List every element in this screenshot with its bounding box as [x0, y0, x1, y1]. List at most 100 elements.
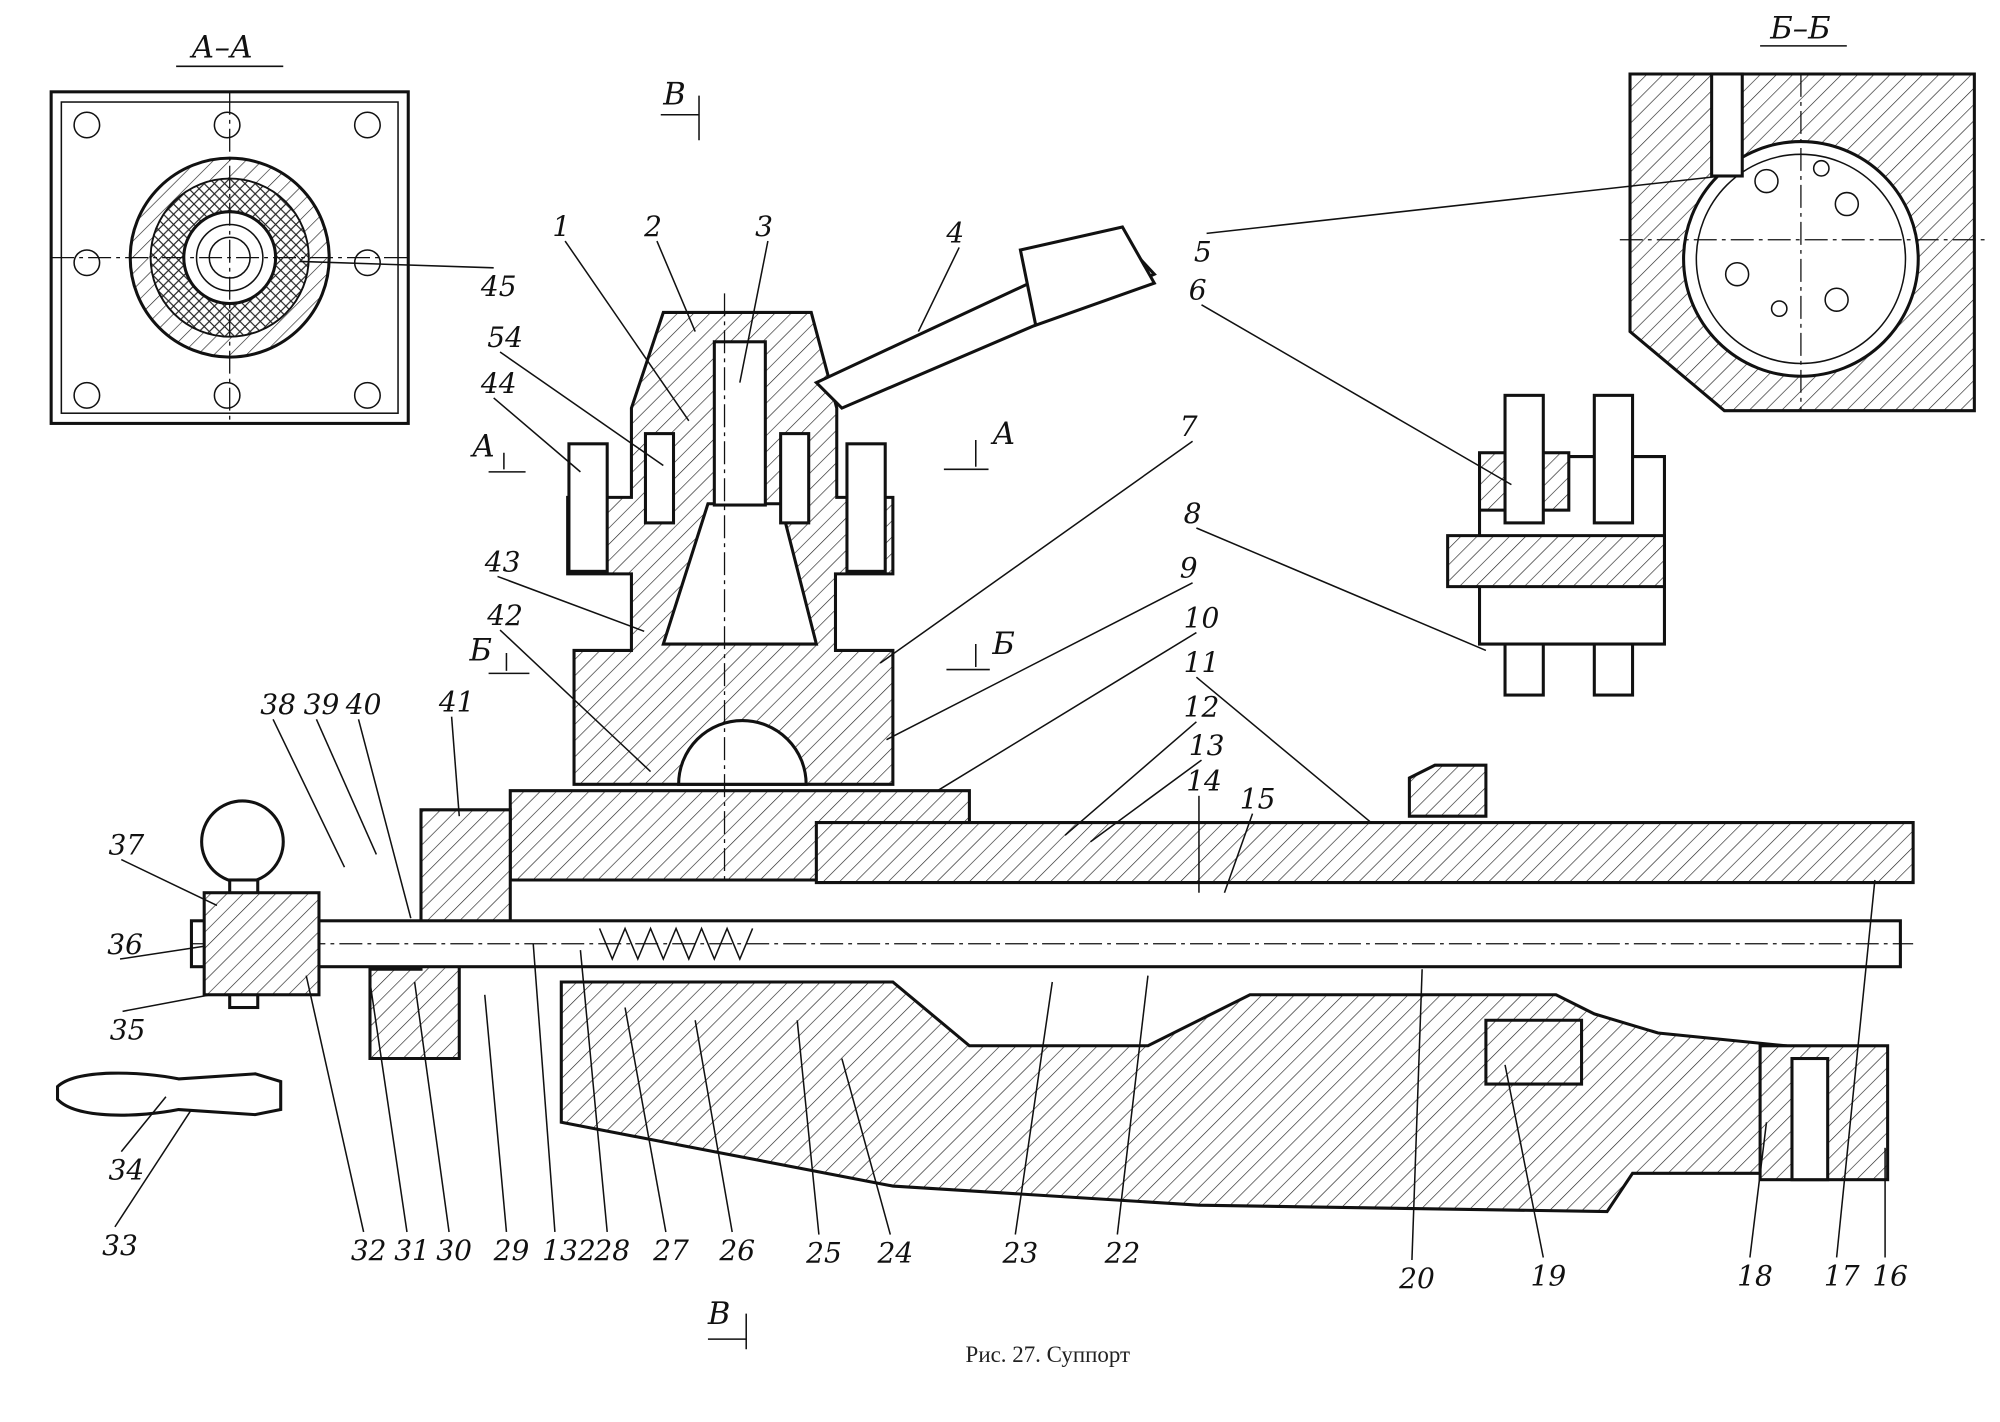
leader-line-12 — [1064, 721, 1197, 836]
part-label-10: 10 — [1184, 601, 1220, 634]
part-label-2: 2 — [643, 210, 662, 243]
leader-line-11 — [1195, 676, 1372, 824]
leader-line-29 — [484, 994, 508, 1233]
part-label-24: 24 — [877, 1237, 914, 1270]
leader-line-6 — [1201, 304, 1512, 486]
part-label-37: 37 — [109, 828, 145, 861]
part-label-34: 34 — [109, 1154, 145, 1187]
leader-line-24 — [841, 1058, 892, 1235]
part-label-13: 13 — [1189, 729, 1225, 762]
main-view — [55, 225, 1915, 1214]
leader-line-25 — [796, 1020, 820, 1235]
part-label-38: 38 — [260, 688, 296, 721]
leader-line-2 — [656, 240, 696, 332]
leader-line-54 — [499, 351, 664, 467]
part-label-45: 45 — [480, 270, 517, 303]
part-label-18: 18 — [1737, 1260, 1773, 1293]
part-label-26: 26 — [718, 1234, 755, 1267]
leader-line-42 — [499, 629, 652, 773]
leader-line-34 — [120, 1096, 167, 1153]
part-label-1: 1 — [552, 210, 570, 243]
part-label-39: 39 — [304, 688, 340, 721]
part-label-7: 7 — [1180, 410, 1198, 443]
leader-line-5 — [1206, 175, 1722, 235]
part-label-5: 5 — [1194, 235, 1212, 268]
part-label-54: 54 — [487, 321, 523, 354]
section-label-a-right: А — [990, 417, 1015, 452]
leader-line-30 — [413, 981, 450, 1233]
leader-line-28 — [579, 950, 608, 1233]
leader-line-8 — [1196, 527, 1487, 652]
leader-line-17 — [1835, 879, 1876, 1258]
leader-line-132 — [532, 943, 556, 1233]
leader-line-4 — [917, 247, 960, 332]
leader-line-32 — [305, 975, 365, 1233]
section-label-b-left: Б — [468, 634, 491, 669]
part-label-41: 41 — [438, 686, 475, 719]
part-label-25: 25 — [805, 1237, 842, 1270]
section-b-b — [1619, 45, 1985, 413]
leader-line-26 — [694, 1020, 733, 1233]
part-label-20: 20 — [1398, 1262, 1435, 1295]
part-label-35: 35 — [110, 1013, 146, 1046]
part-label-22: 22 — [1104, 1237, 1141, 1270]
leader-line-44 — [493, 397, 581, 473]
leader-line-3 — [739, 240, 769, 383]
part-label-3: 3 — [755, 210, 773, 243]
part-label-15: 15 — [1240, 783, 1276, 816]
section-label-bb: Б–Б — [1769, 11, 1830, 46]
leader-line-41 — [450, 716, 461, 817]
leader-line-18 — [1749, 1122, 1768, 1258]
leader-line-36 — [119, 945, 205, 960]
leader-line-40 — [357, 719, 412, 919]
leader-line-15 — [1223, 813, 1254, 893]
section-markers — [488, 95, 990, 1350]
leader-line-10 — [937, 631, 1197, 792]
leader-line-39 — [315, 718, 378, 855]
leader-line-38 — [272, 718, 346, 868]
leader-line-19 — [1504, 1064, 1545, 1258]
part-label-27: 27 — [652, 1234, 689, 1267]
leader-line-35 — [122, 994, 211, 1013]
part-label-28: 28 — [593, 1234, 630, 1267]
leader-line-22 — [1116, 975, 1149, 1235]
leader-line-1 — [564, 240, 690, 422]
section-label-a-left: А — [470, 430, 495, 465]
part-label-11: 11 — [1184, 646, 1220, 679]
leader-line-45 — [299, 260, 494, 269]
part-label-6: 6 — [1189, 274, 1207, 307]
leader-line-7 — [879, 440, 1194, 664]
section-a-a — [49, 65, 410, 425]
part-label-31: 31 — [394, 1234, 430, 1267]
part-label-132: 132 — [542, 1234, 596, 1267]
section-labels: А–А Б–Б В В А А Б Б — [189, 11, 1830, 1332]
leader-line-20 — [1411, 969, 1423, 1261]
leader-line-27 — [624, 1007, 667, 1233]
leader-line-43 — [497, 575, 645, 633]
leader-line-9 — [886, 582, 1193, 741]
leader-line-23 — [1014, 981, 1054, 1235]
part-label-36: 36 — [107, 928, 143, 961]
part-label-32: 32 — [351, 1234, 387, 1267]
leader-line-37 — [120, 858, 218, 907]
part-label-4: 4 — [945, 216, 964, 249]
part-label-40: 40 — [345, 688, 382, 721]
part-label-16: 16 — [1872, 1260, 1908, 1293]
part-label-19: 19 — [1531, 1260, 1567, 1293]
part-label-43: 43 — [484, 545, 521, 578]
section-label-v-bottom: В — [707, 1297, 730, 1332]
part-label-30: 30 — [436, 1234, 472, 1267]
section-label-aa: А–А — [189, 30, 253, 65]
part-label-9: 9 — [1180, 552, 1198, 585]
part-label-42: 42 — [486, 599, 523, 632]
part-label-17: 17 — [1824, 1260, 1860, 1293]
section-label-b-right: Б — [991, 627, 1014, 662]
part-label-12: 12 — [1184, 691, 1220, 724]
figure-caption: Рис. 27. Суппорт — [966, 1342, 1131, 1367]
leader-lines — [114, 175, 1886, 1261]
part-label-8: 8 — [1184, 497, 1202, 530]
part-label-33: 33 — [102, 1229, 138, 1262]
